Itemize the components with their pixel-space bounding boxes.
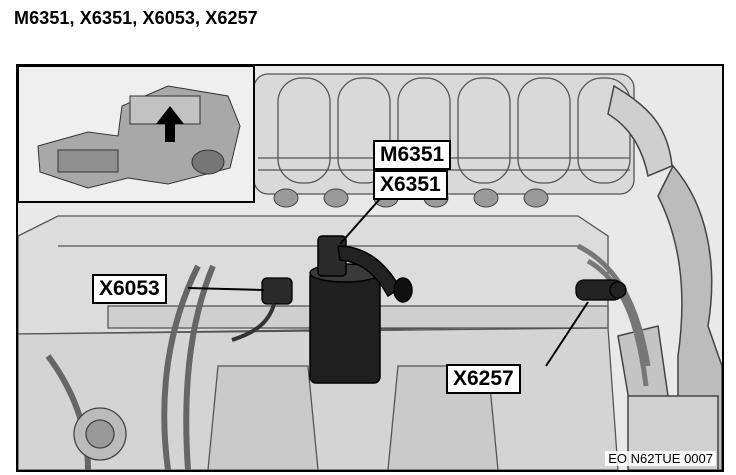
callout-x6053: X6053 bbox=[92, 274, 167, 304]
figure-code: EO N62TUE 0007 bbox=[605, 451, 716, 466]
sensor-bottom-left bbox=[73, 407, 127, 461]
callout-x6257: X6257 bbox=[446, 364, 521, 394]
connector-x6257 bbox=[575, 279, 627, 301]
callout-m6351: M6351 bbox=[373, 140, 452, 170]
locator-arrow-icon bbox=[156, 106, 184, 142]
engine-overview-inset bbox=[18, 66, 255, 203]
engine-illustration: M6351 X6351 X6053 X6257 EO N62TUE 0007 bbox=[16, 64, 724, 472]
connector-x6053 bbox=[231, 277, 293, 342]
valve-m6351 bbox=[309, 235, 413, 384]
page-title: M6351, X6351, X6053, X6257 bbox=[14, 8, 258, 28]
callout-x6351: X6351 bbox=[373, 170, 448, 200]
engine-drawing bbox=[18, 66, 722, 470]
